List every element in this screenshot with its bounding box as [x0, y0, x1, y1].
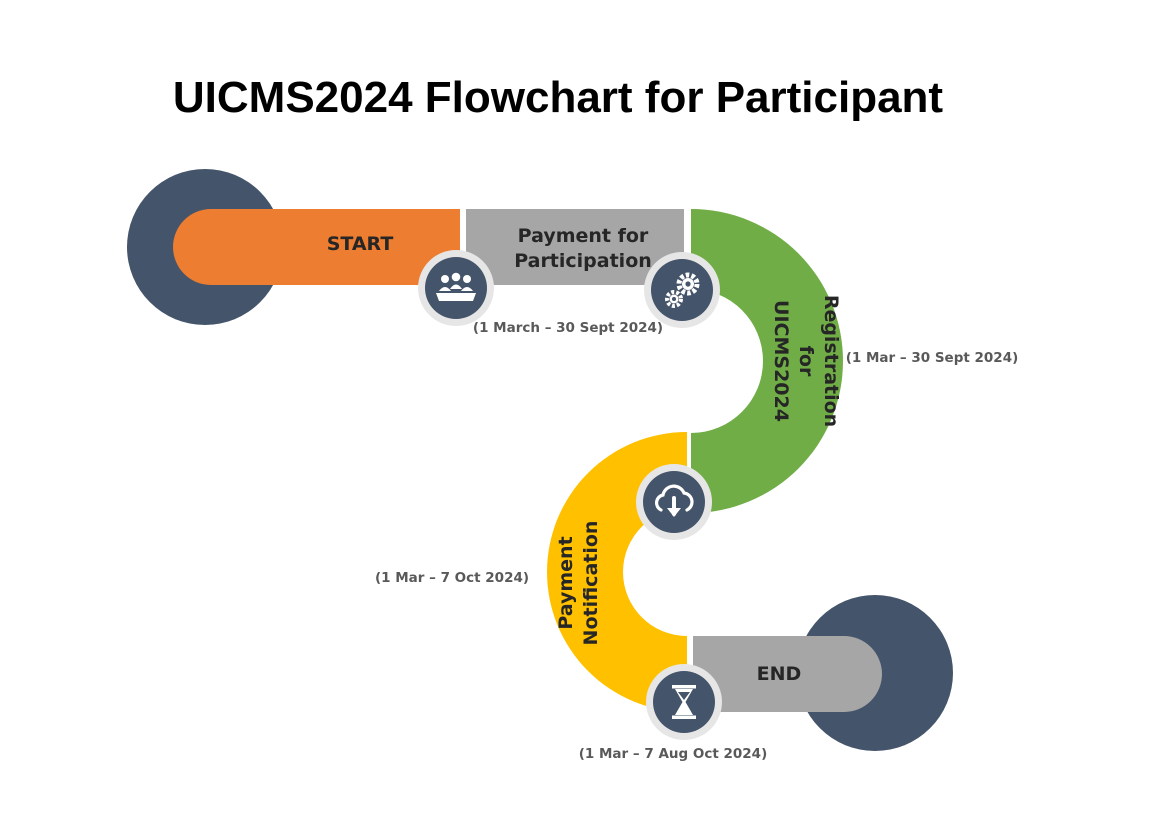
people-meeting-icon: [418, 250, 494, 326]
end-label: END: [757, 663, 802, 685]
cloud-download-icon: [636, 464, 712, 540]
payment-notification-label-line2: Notification: [580, 521, 602, 646]
end-bar: [693, 636, 882, 712]
page-title: UICMS2024 Flowchart for Participant: [173, 73, 944, 122]
registration-date: (1 Mar – 30 Sept 2024): [846, 350, 1019, 366]
registration-label-line3: UICMS2024: [770, 300, 792, 422]
gears-icon: [644, 252, 720, 328]
payment-notification-label-line1: Payment: [555, 536, 577, 629]
payment-notification-label: Payment Notification: [555, 521, 602, 646]
hourglass-icon: [646, 664, 722, 740]
payment-participation-label-line2: Participation: [514, 250, 652, 272]
registration-label-line2: for: [795, 346, 817, 377]
payment-notification-date: (1 Mar – 7 Oct 2024): [375, 570, 529, 586]
payment-participation-label-line1: Payment for: [518, 225, 649, 247]
registration-arc: [691, 209, 843, 513]
payment-participation-date: (1 March – 30 Sept 2024): [473, 320, 663, 336]
registration-label: Registration for UICMS2024: [770, 295, 842, 427]
end-date: (1 Mar – 7 Aug Oct 2024): [579, 746, 768, 762]
payment-participation-bar: [466, 209, 684, 285]
start-bar: [173, 209, 460, 285]
registration-label-line1: Registration: [820, 295, 842, 427]
start-label: START: [327, 233, 394, 255]
